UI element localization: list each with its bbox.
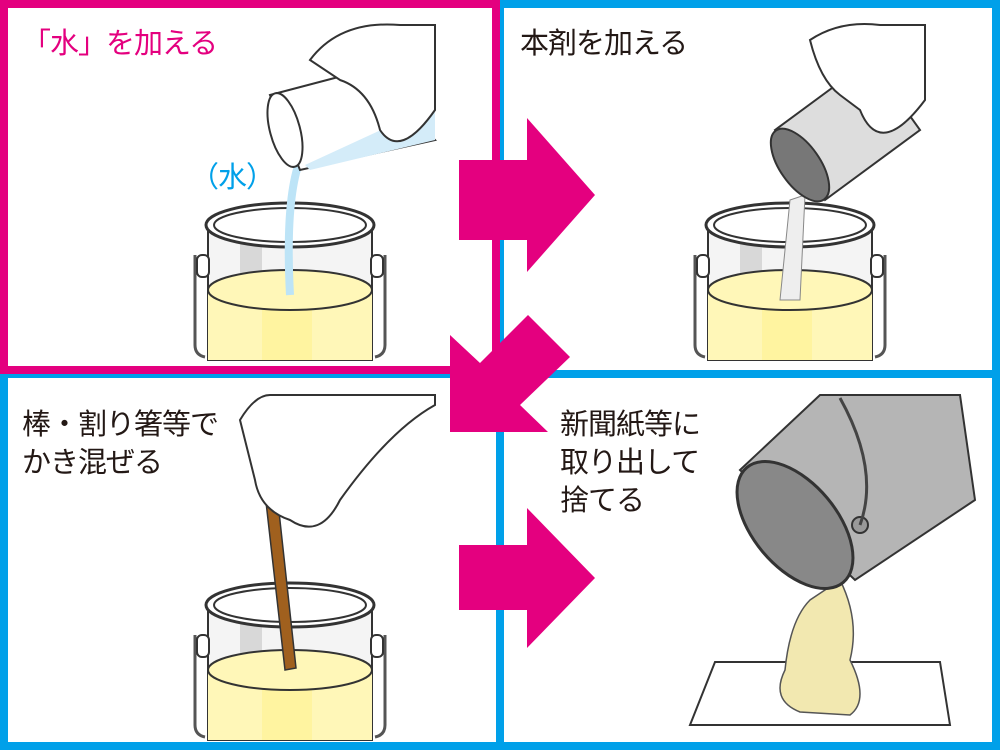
step-4-label: 新聞紙等に 取り出して 捨てる	[560, 407, 701, 517]
water-stream	[284, 158, 304, 296]
water-label: （水）	[190, 160, 275, 194]
gloved-hand-3	[238, 394, 436, 528]
arrow-right-bottom	[459, 508, 595, 648]
step-1-label: 「水」を加える	[22, 26, 218, 60]
arrow-down-left	[450, 315, 570, 432]
tilted-bucket	[735, 394, 977, 590]
powder-stream	[779, 194, 806, 301]
step-3-label: 棒・割り箸等で かき混ぜる	[22, 407, 219, 479]
step-2-label: 本剤を加える	[520, 26, 688, 60]
gloved-hand-2	[808, 23, 926, 134]
arrow-right-top	[459, 118, 595, 272]
gloved-hand	[308, 23, 436, 143]
hardened-residue	[779, 578, 861, 716]
